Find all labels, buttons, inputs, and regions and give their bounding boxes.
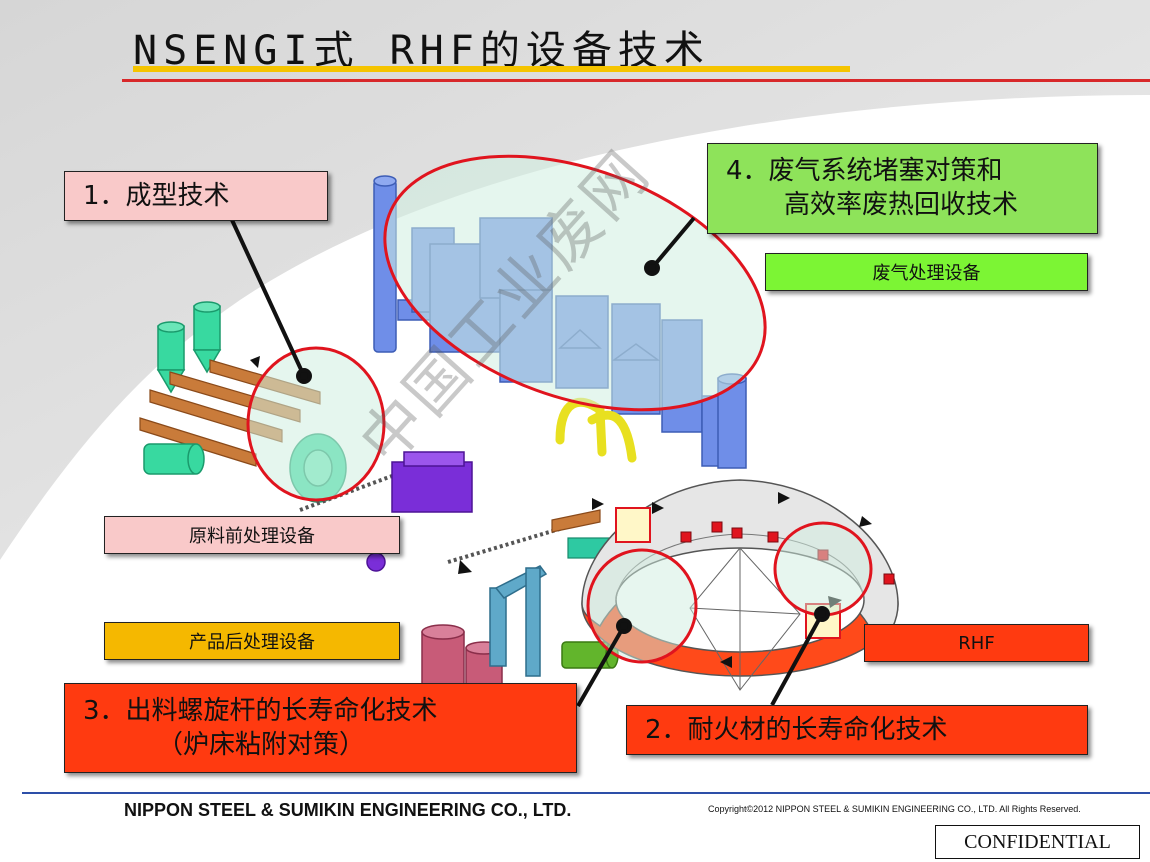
title-rule xyxy=(122,79,1150,82)
highlight-refractory xyxy=(773,521,873,617)
highlight-screw xyxy=(586,548,698,664)
callout-forming: 1．成型技术 xyxy=(64,171,328,221)
highlight-forming xyxy=(246,346,386,502)
callout-refractory: 2．耐火材的长寿命化技术 xyxy=(626,705,1088,755)
bucket-elevator xyxy=(489,565,548,677)
label-product-posttreatment: 产品后处理设备 xyxy=(104,622,400,660)
callout-exhaust: 4．废气系统堵塞对策和 高效率废热回收技术 xyxy=(707,143,1098,234)
mixer-drum xyxy=(143,443,205,475)
yellow-pipes xyxy=(555,397,637,463)
footer-company: NIPPON STEEL & SUMIKIN ENGINEERING CO., … xyxy=(124,800,572,820)
callout-refractory-text: 2．耐火材的长寿命化技术 xyxy=(645,715,948,745)
footer-rule xyxy=(22,792,1150,794)
label-exhaust-equipment: 废气处理设备 xyxy=(765,253,1088,291)
leader-lines xyxy=(230,216,830,707)
highlight-exhaust xyxy=(383,154,767,412)
purple-unit xyxy=(366,451,473,572)
footer-copyright: Copyright©2012 NIPPON STEEL & SUMIKIN EN… xyxy=(708,804,1081,814)
confidential-badge: CONFIDENTIAL xyxy=(935,825,1140,859)
callout-forming-text: 1．成型技术 xyxy=(83,181,230,211)
highlight-circles xyxy=(246,154,873,664)
callout-screw-line1: 3．出料螺旋杆的长寿命化技术 xyxy=(83,696,438,726)
callout-screw: 3．出料螺旋杆的长寿命化技术 （炉床粘附对策） xyxy=(64,683,577,773)
label-raw-pretreatment: 原料前处理设备 xyxy=(104,516,400,554)
title-underline xyxy=(133,66,850,72)
callout-exhaust-line1: 4．废气系统堵塞对策和 xyxy=(726,156,1003,186)
product-silos xyxy=(421,624,503,697)
label-rhf: RHF xyxy=(864,624,1089,662)
callout-exhaust-line2: 高效率废热回收技术 xyxy=(784,190,1019,220)
callout-screw-line2: （炉床粘附对策） xyxy=(157,730,366,760)
